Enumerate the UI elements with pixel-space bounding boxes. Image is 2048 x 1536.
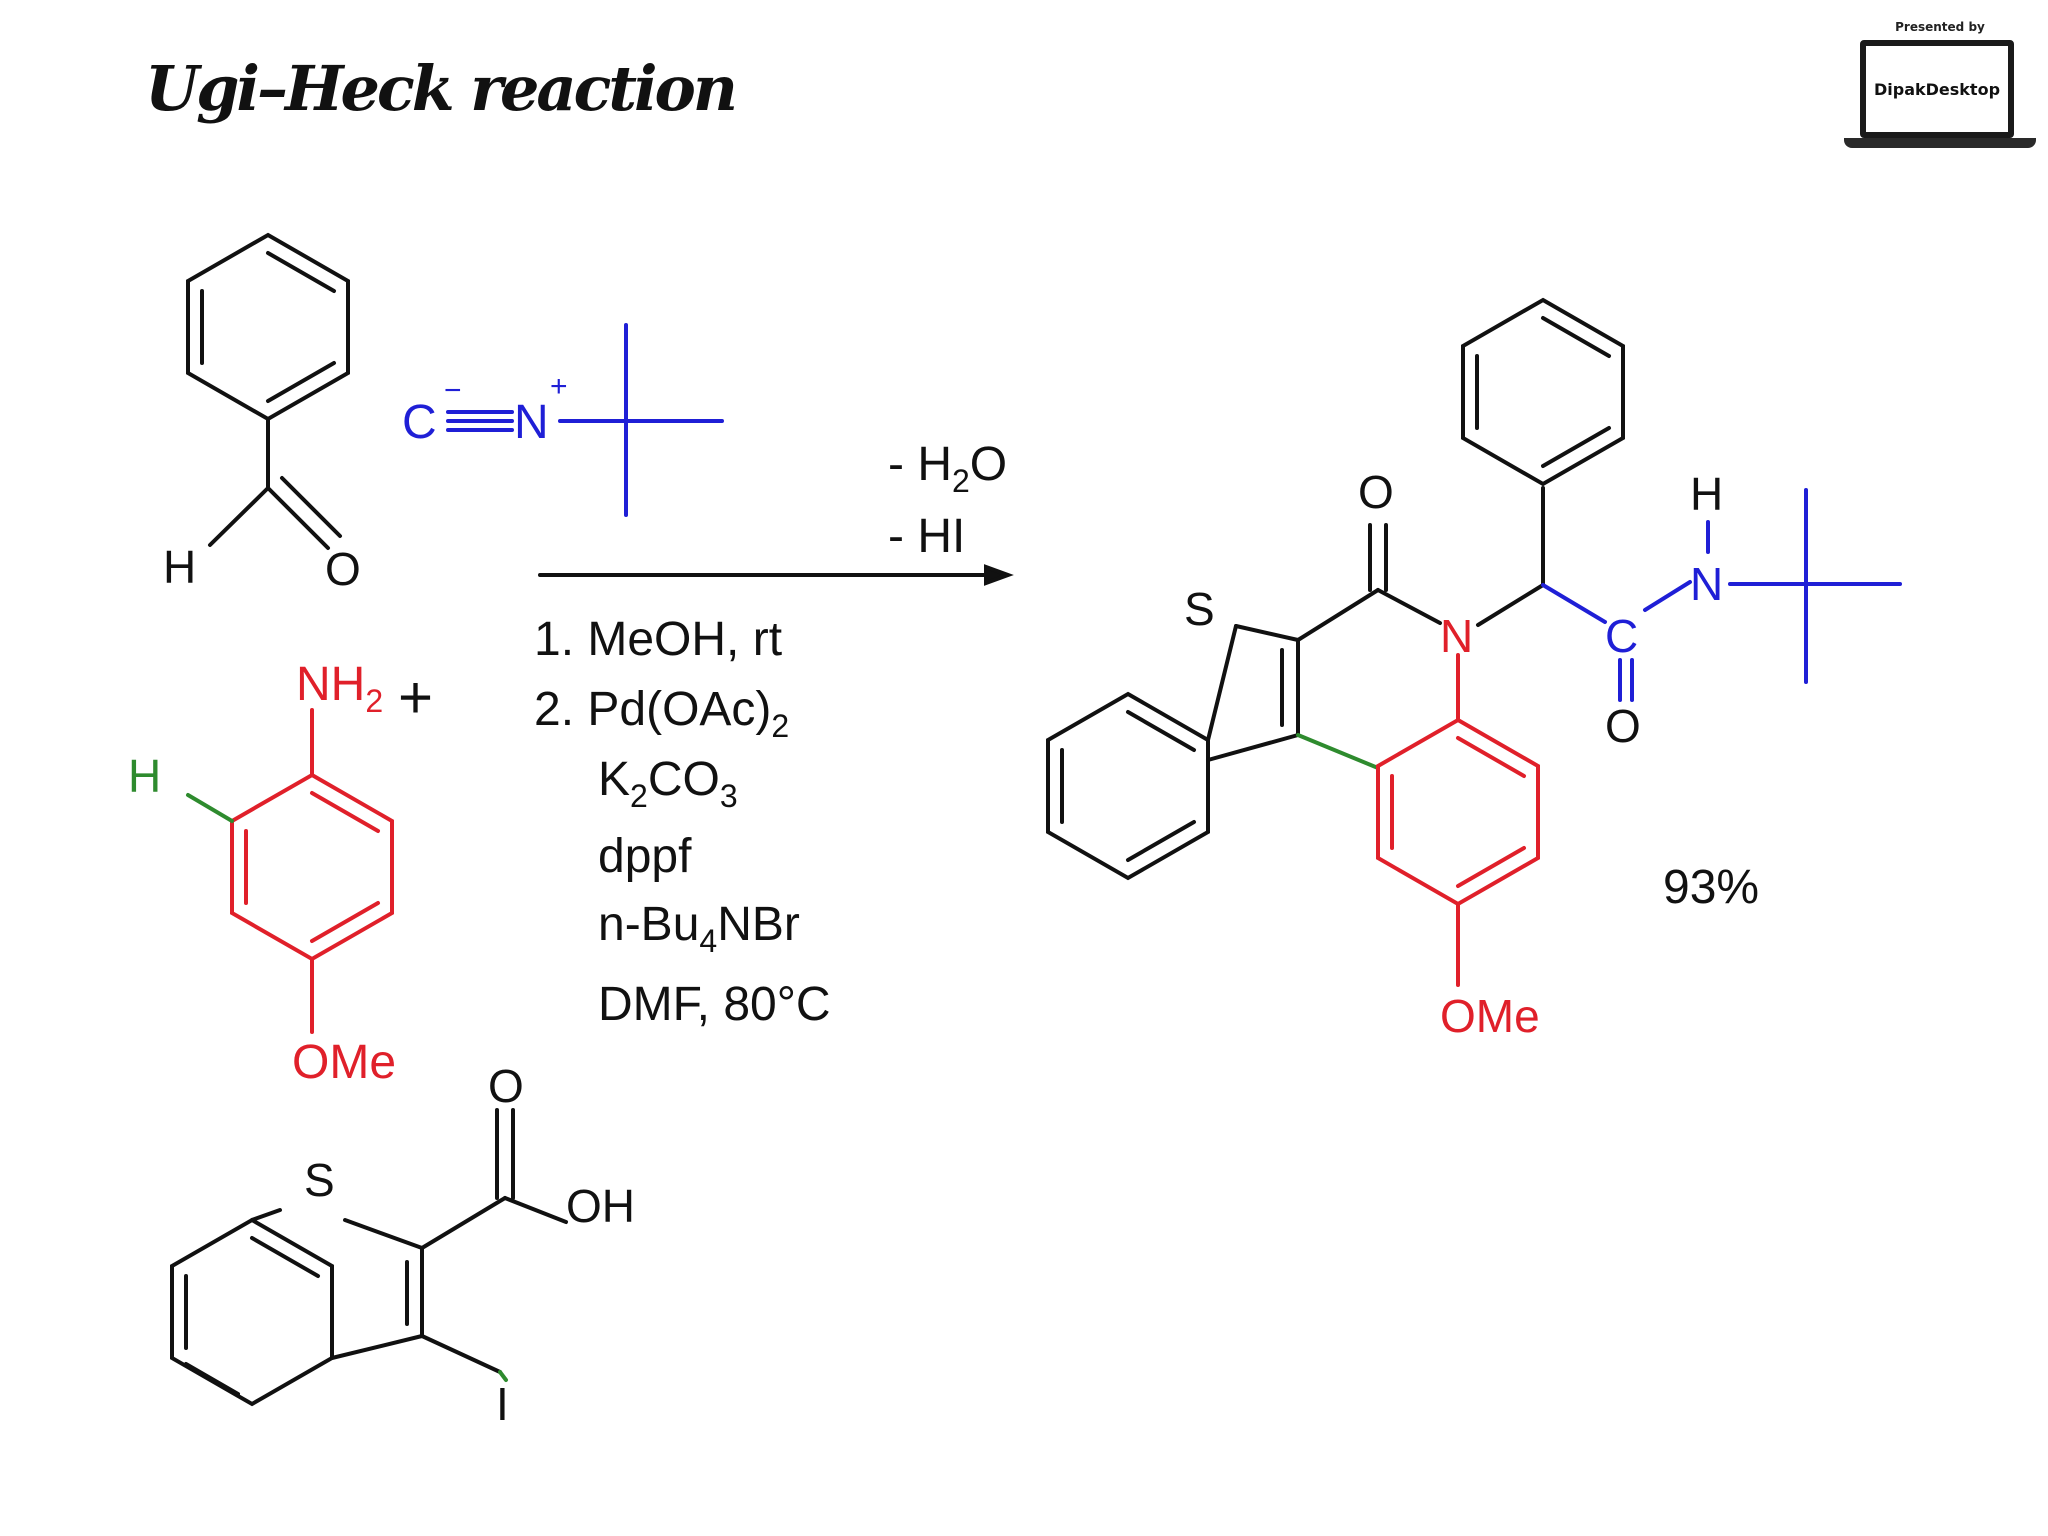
thiophene-acid-structure bbox=[170, 1108, 568, 1407]
condition-5: n-Bu4NBr bbox=[598, 898, 800, 959]
acid-s-label: S bbox=[304, 1154, 335, 1206]
condition-6: DMF, 80°C bbox=[598, 978, 831, 1031]
aldehyde-o-label: O bbox=[325, 543, 361, 595]
presenter-badge: Presented by DipakDesktop bbox=[1840, 20, 2040, 160]
byproduct-water: - H2O bbox=[888, 438, 1007, 499]
isocyanide-n-label: N bbox=[514, 396, 549, 449]
new-cc-bond bbox=[1296, 733, 1380, 770]
product-c-label: C bbox=[1605, 610, 1638, 662]
product-s-label: S bbox=[1184, 583, 1215, 635]
ortho-h-label: H bbox=[128, 750, 161, 802]
condition-4: dppf bbox=[598, 830, 692, 883]
isocyanide-c-label: C bbox=[402, 396, 437, 449]
laptop-icon: DipakDesktop bbox=[1860, 40, 2014, 138]
reaction-arrow bbox=[538, 564, 1014, 586]
isocyanide-n-charge: + bbox=[550, 370, 568, 403]
iodine-bond bbox=[498, 1370, 508, 1382]
byproduct-hi: - HI bbox=[888, 510, 965, 563]
condition-3: K2CO3 bbox=[598, 753, 738, 814]
badge-name: DipakDesktop bbox=[1873, 79, 2001, 99]
product-nh-h-label: H bbox=[1690, 468, 1723, 520]
aniline-ome-label: OMe bbox=[292, 1036, 396, 1089]
product-nh-n-label: N bbox=[1690, 558, 1723, 610]
product-anisole-ring bbox=[1376, 653, 1540, 987]
ortho-h-bond bbox=[186, 793, 234, 823]
condition-1: 1. MeOH, rt bbox=[534, 613, 782, 666]
isocyanide-structure bbox=[446, 323, 724, 517]
aldehyde-h-label: H bbox=[163, 541, 196, 593]
laptop-base bbox=[1844, 138, 2036, 148]
product-amide bbox=[1541, 488, 1902, 702]
acid-o-label: O bbox=[488, 1060, 524, 1112]
slide-title: Ugi–Heck reaction bbox=[145, 52, 738, 125]
product-ome-label: OMe bbox=[1440, 990, 1540, 1042]
nh2-label: NH2 bbox=[296, 658, 383, 719]
condition-2: 2. Pd(OAc)2 bbox=[534, 683, 789, 744]
acid-oh-label: OH bbox=[566, 1180, 635, 1232]
product-benzothiophene bbox=[1046, 297, 1625, 881]
acid-i-label: I bbox=[496, 1378, 509, 1430]
product-o-top-label: O bbox=[1358, 466, 1394, 518]
anisidine-ring bbox=[230, 708, 394, 1034]
isocyanide-c-charge: − bbox=[444, 374, 462, 407]
plus-sign: + bbox=[398, 664, 433, 731]
product-o-bottom-label: O bbox=[1605, 700, 1641, 752]
badge-caption: Presented by bbox=[1895, 20, 1985, 34]
benzaldehyde-structure bbox=[186, 232, 350, 550]
product-n-label: N bbox=[1440, 610, 1473, 662]
yield-label: 93% bbox=[1663, 861, 1760, 914]
